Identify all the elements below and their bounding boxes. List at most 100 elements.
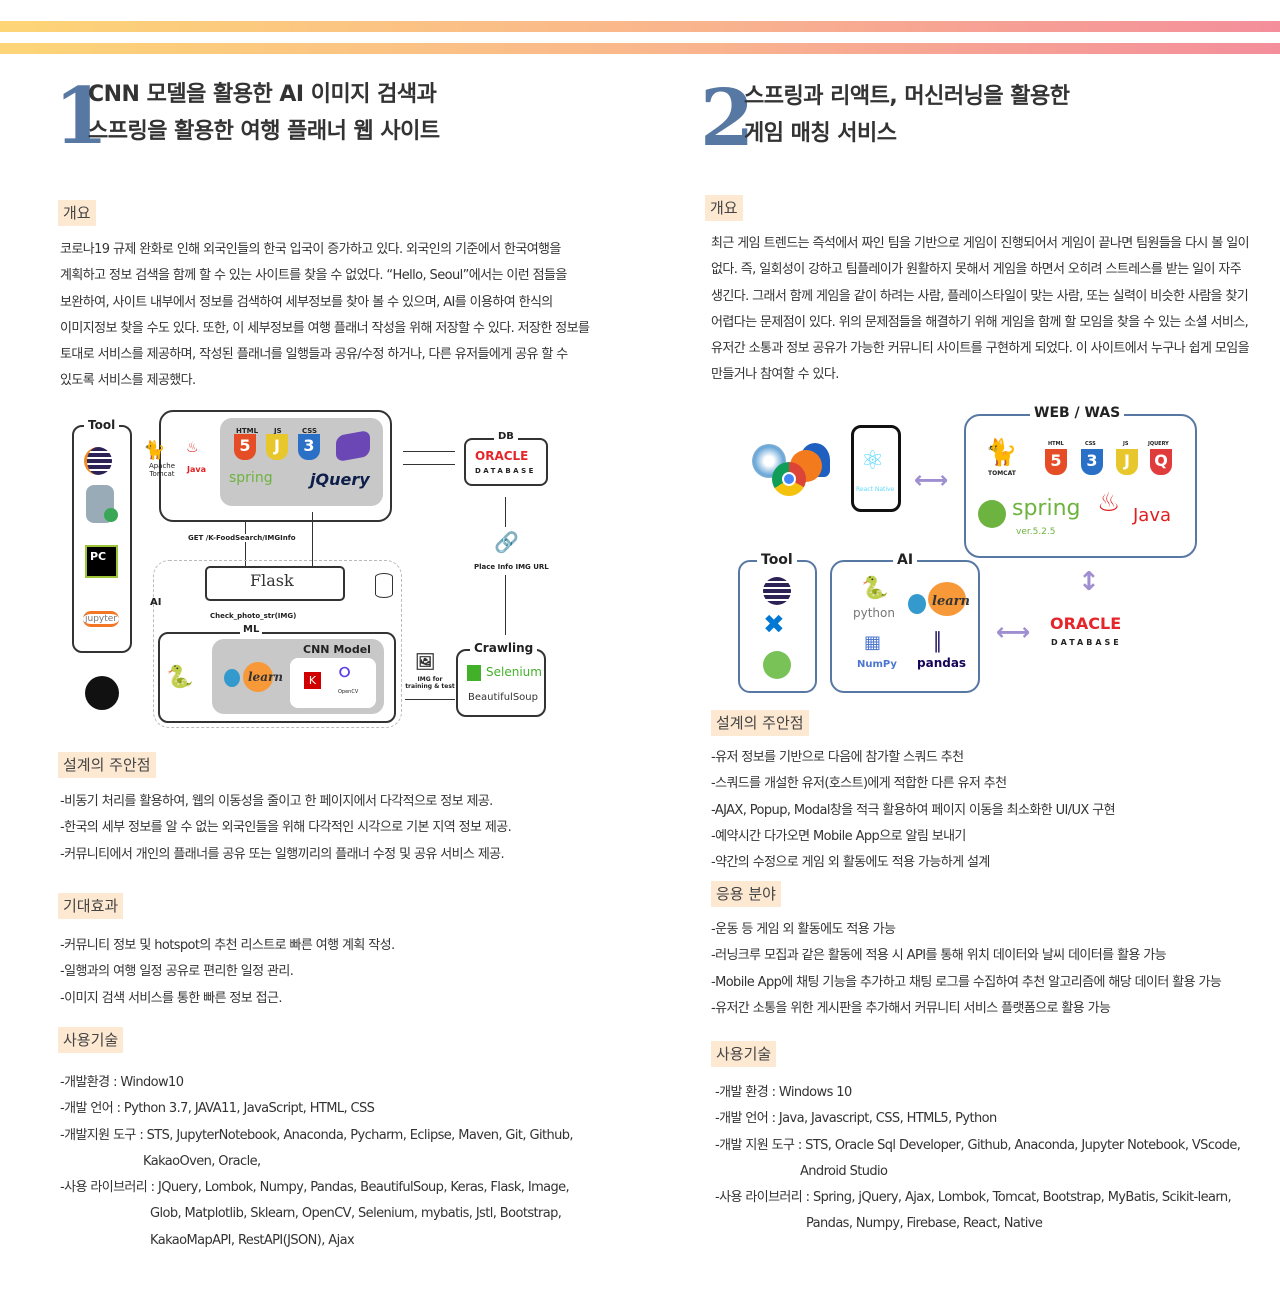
spring-logo: spring bbox=[1012, 496, 1081, 521]
section-heading-effects: 기대효과 bbox=[58, 893, 124, 919]
list-item: -스쿼드를 개설한 유저(호스트)에게 적합한 다른 유저 추천 bbox=[711, 776, 1007, 792]
text-line: 있도록 서비스를 제공했다. bbox=[60, 373, 196, 389]
beautifulsoup-label: BeautifulSoup bbox=[468, 692, 538, 703]
flask-logo: Flask bbox=[250, 571, 294, 590]
vertical-arrow-icon: ↕ bbox=[1078, 567, 1100, 597]
ai-box bbox=[830, 560, 980, 693]
python-label: python bbox=[853, 606, 895, 620]
list-item: -약간의 수정으로 게임 외 활동에도 적용 가능하게 설계 bbox=[711, 855, 990, 871]
js-label: JS bbox=[1123, 441, 1129, 447]
list-item: -한국의 세부 정보를 알 수 없는 외국인들을 위해 다각적인 시각으로 기본… bbox=[60, 820, 512, 836]
list-item: -운동 등 게임 외 활동에도 적용 가능 bbox=[711, 922, 896, 937]
react-icon: ⚛ bbox=[861, 446, 885, 476]
arrow-down bbox=[245, 522, 246, 567]
opencv-label: OpenCV bbox=[338, 689, 359, 695]
pandas-label: pandas bbox=[917, 656, 967, 670]
opencv-icon: ⭘ bbox=[339, 665, 351, 681]
list-item: -예약시간 다가오면 Mobile App으로 알림 보내기 bbox=[711, 828, 966, 844]
section-heading-tech: 사용기술 bbox=[58, 1027, 124, 1053]
java-label: Java bbox=[1133, 505, 1172, 526]
web-was-label: WEB / WAS bbox=[1030, 405, 1125, 421]
place-info-label: Place Info IMG URL bbox=[474, 563, 549, 571]
text-line: 만들거나 참여할 수 있다. bbox=[711, 367, 839, 383]
js-icon: J bbox=[266, 434, 288, 460]
css3-icon: 3 bbox=[1081, 449, 1103, 475]
spring-version: ver.5.2.5 bbox=[1016, 527, 1056, 537]
oracle-logo: ORACLE bbox=[475, 449, 529, 463]
crawling-box bbox=[456, 649, 546, 717]
android-studio-icon bbox=[763, 651, 791, 679]
ai-label: AI bbox=[893, 552, 918, 568]
database-label: DATABASE bbox=[475, 467, 536, 475]
project-number: 1 bbox=[54, 71, 109, 162]
list-item: KakaoMapAPI, RestAPI(JSON), Ajax bbox=[150, 1232, 355, 1248]
list-item: -커뮤니티 정보 및 hotspot의 추천 리스트로 빠른 여행 계획 작성. bbox=[60, 938, 395, 953]
get-endpoint-label: GET /K-FoodSearch/IMGInfo bbox=[188, 534, 296, 542]
sklearn-icon bbox=[243, 662, 273, 692]
applications-list: -운동 등 게임 외 활동에도 적용 가능 -러닝크루 모집과 같은 활동에 적… bbox=[711, 917, 1222, 1022]
tool-label: Tool bbox=[84, 418, 120, 432]
design-list: -비동기 처리를 활용하여, 웹의 이동성을 줄이고 한 페이지에서 다각적으로… bbox=[60, 789, 512, 868]
arrow-from-db bbox=[403, 464, 455, 465]
database-label: DATABASE bbox=[1051, 638, 1122, 647]
phone-icon bbox=[851, 425, 901, 512]
tech-list: -개발 환경 : Windows 10 -개발 언어 : Java, Javas… bbox=[715, 1080, 1241, 1238]
keras-icon: K bbox=[304, 672, 321, 689]
html-label: HTML bbox=[1048, 441, 1064, 447]
section-heading-overview: 개요 bbox=[705, 195, 743, 221]
overview-text: 코로나19 규제 완화로 인해 외국인들의 한국 입국이 증가하고 있다. 외국… bbox=[60, 237, 590, 395]
list-item: -비동기 처리를 활용하여, 웹의 이동성을 줄이고 한 페이지에서 다각적으로… bbox=[60, 794, 493, 809]
section-heading-applications: 응용 분야 bbox=[711, 881, 781, 907]
ml-label: ML bbox=[240, 624, 263, 635]
selenium-icon bbox=[467, 665, 481, 681]
arrow-up bbox=[505, 497, 506, 527]
text-line: 유저간 소통과 정보 공유가 가능한 커뮤니티 사이트를 구현하게 되었다. 이… bbox=[711, 341, 1250, 357]
list-item: KakaoOven, Oracle, bbox=[143, 1153, 261, 1169]
header-stripe-bottom bbox=[0, 43, 1280, 54]
title-line: 스프링과 리액트, 머신러닝을 활용한 bbox=[744, 84, 1070, 109]
connector bbox=[505, 575, 506, 635]
check-photo-label: Check_photo_str(IMG) bbox=[210, 612, 297, 620]
list-item: -AJAX, Popup, Modal창을 적극 활용하여 페이지 이동을 최소… bbox=[711, 802, 1116, 818]
jupyter-icon: jupyter bbox=[83, 611, 120, 627]
arrow-to-db bbox=[403, 451, 455, 452]
chrome-icon bbox=[782, 472, 796, 486]
numpy-label: NumPy bbox=[857, 659, 897, 670]
list-item: -러닝크루 모집과 같은 활동에 적용 시 API를 통해 위치 데이터와 날씨… bbox=[711, 948, 1167, 964]
db-label: DB bbox=[494, 431, 518, 442]
list-item: -개발 언어 : Java, Javascript, CSS, HTML5, P… bbox=[715, 1111, 997, 1127]
list-item: -사용 라이브러리 : JQuery, Lombok, Numpy, Panda… bbox=[60, 1180, 570, 1196]
text-line: 코로나19 규제 완화로 인해 외국인들의 한국 입국이 증가하고 있다. 외국… bbox=[60, 242, 561, 257]
sklearn-icon bbox=[224, 669, 240, 687]
section-heading-tech: 사용기술 bbox=[711, 1041, 777, 1067]
section-heading-design: 설계의 주안점 bbox=[711, 710, 809, 736]
css3-icon: 3 bbox=[298, 434, 320, 460]
cnn-model-box bbox=[290, 658, 376, 708]
tomcat-icon: 🐈 bbox=[985, 438, 1018, 468]
header-stripe-top bbox=[0, 21, 1280, 32]
list-item: Glob, Matplotlib, Sklearn, OpenCV, Selen… bbox=[150, 1206, 562, 1222]
css-label: CSS bbox=[1085, 441, 1096, 447]
project-title: 스프링과 리액트, 머신러닝을 활용한 게임 매칭 서비스 bbox=[744, 78, 1070, 152]
list-item: -Mobile App에 채팅 기능을 추가하고 채팅 로그를 수집하여 추천 … bbox=[711, 974, 1222, 990]
play-icon bbox=[104, 508, 118, 522]
list-item: -이미지 검색 서비스를 통한 빠른 정보 접근. bbox=[60, 990, 283, 1006]
list-item: -일행과의 여행 일정 공유로 편리한 일정 관리. bbox=[60, 964, 294, 980]
text-line: 보완하여, 사이트 내부에서 정보를 검색하여 세부정보를 찾아 볼 수 있으며… bbox=[60, 294, 553, 310]
img-training-label: IMG for training & test bbox=[405, 676, 455, 690]
selenium-label: Selenium bbox=[486, 665, 542, 679]
link-icon: 🔗 bbox=[494, 530, 519, 554]
oracle-logo: ORACLE bbox=[1050, 614, 1122, 633]
html5-icon: 5 bbox=[234, 434, 256, 460]
js-label: JS bbox=[274, 427, 282, 435]
list-item: Android Studio bbox=[800, 1163, 888, 1179]
ai-region bbox=[153, 560, 402, 728]
section-heading-design: 설계의 주안점 bbox=[58, 752, 156, 778]
bidirectional-arrow-icon: ⟷ bbox=[996, 618, 1031, 646]
react-native-label: React Native bbox=[856, 486, 895, 493]
python-icon: 🐍 bbox=[861, 576, 889, 601]
css-label: CSS bbox=[302, 427, 318, 435]
effects-list: -커뮤니티 정보 및 hotspot의 추천 리스트로 빠른 여행 계획 작성.… bbox=[60, 933, 395, 1012]
sklearn-icon bbox=[928, 582, 966, 616]
java-label: Java bbox=[187, 465, 206, 474]
